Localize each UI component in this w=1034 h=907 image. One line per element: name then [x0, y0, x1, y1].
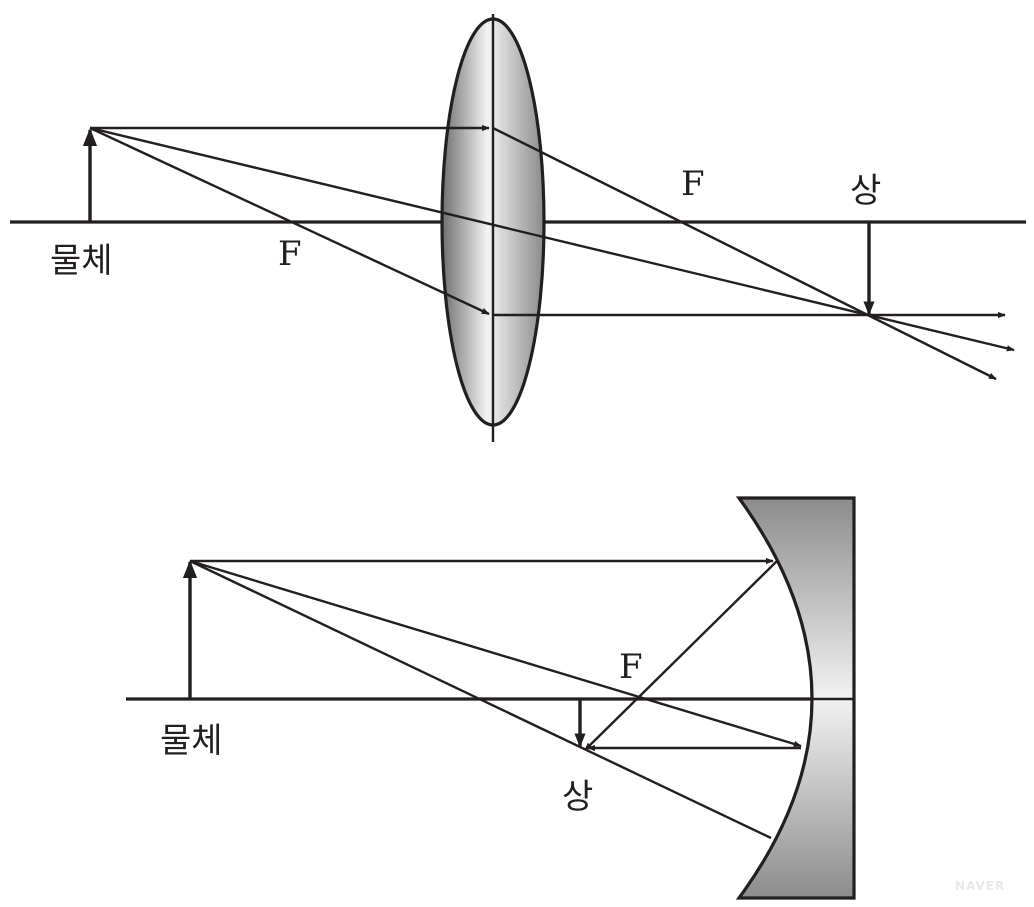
- lens-ray-center: [89, 126, 1015, 352]
- lens-image-label: 상: [850, 171, 881, 211]
- lens-object-label: 물체: [50, 241, 113, 281]
- mirror-diagram: 물체 F 상: [126, 496, 856, 900]
- lens-ray-parallel-out: [492, 126, 997, 381]
- lens-focal-left-label: F: [278, 234, 302, 274]
- mirror-ray-through-image: [189, 559, 772, 840]
- mirror-ray-vertex-in: [189, 559, 802, 748]
- concave-mirror: [735, 496, 856, 900]
- mirror-ray-parallel-reflected: [584, 560, 778, 751]
- lens-ray-focal-in: [89, 126, 490, 316]
- naver-watermark: NAVER: [955, 879, 1005, 893]
- mirror-object-label: 물체: [160, 721, 223, 761]
- mirror-focal-label: F: [619, 647, 643, 687]
- lens-diagram: 물체 F F 상: [10, 14, 1026, 442]
- mirror-image-label: 상: [562, 777, 593, 817]
- lens-focal-right-label: F: [681, 164, 705, 204]
